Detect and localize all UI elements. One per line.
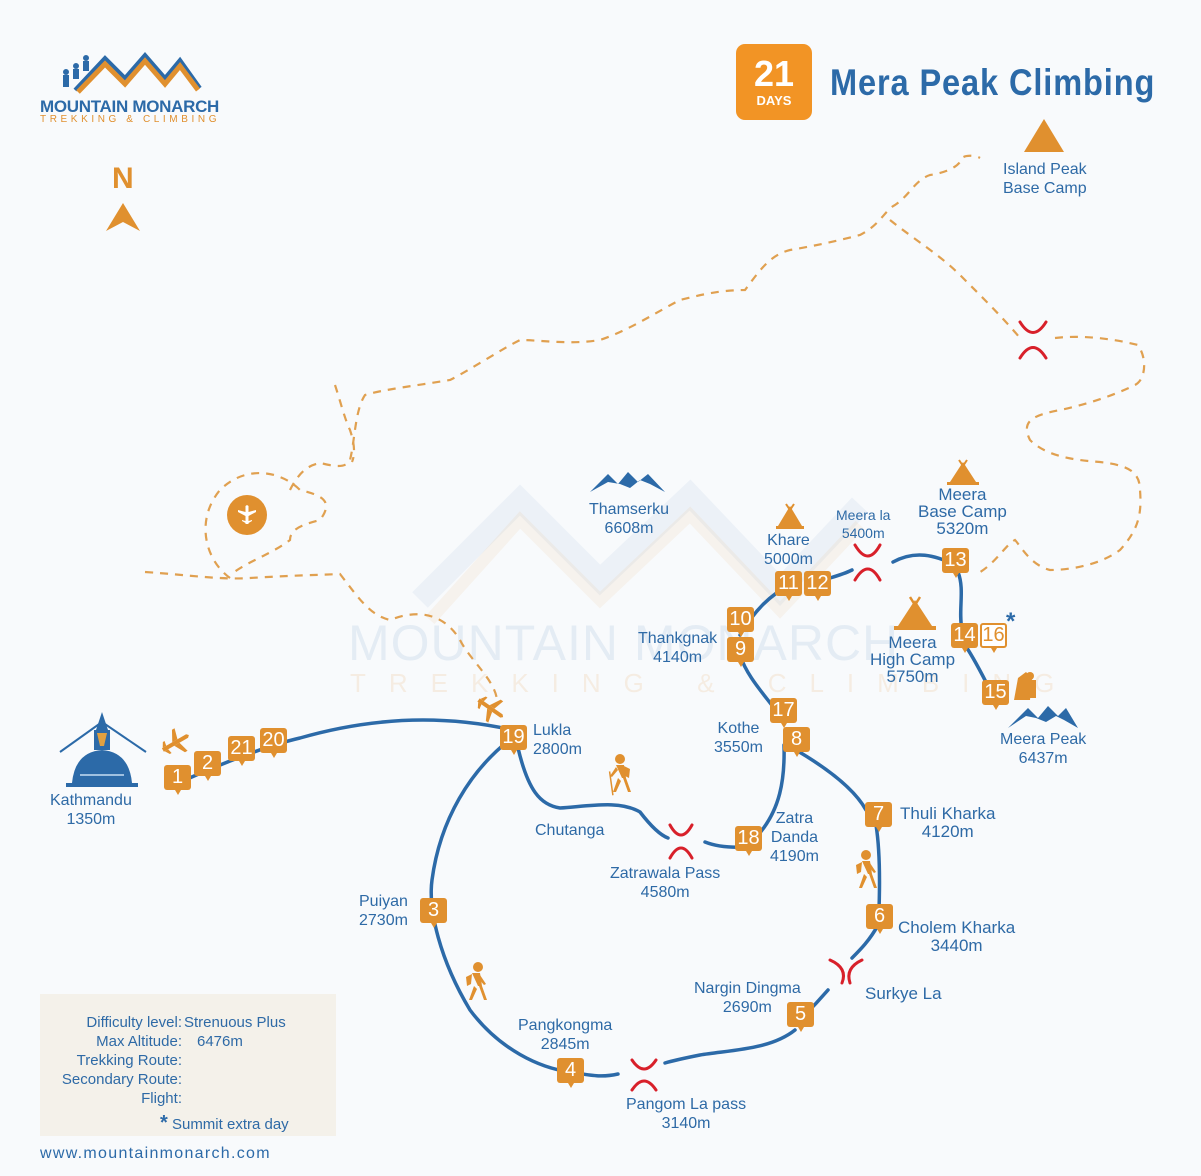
pass-icon-pangom [630,1058,658,1092]
pass-icon-zatrawala [668,823,694,860]
mountain-icons [590,472,1078,728]
day-marker-21[interactable]: 21 [228,736,255,766]
label-chutanga: Chutanga [535,822,605,839]
page-title: Mera Peak Climbing [830,62,1156,103]
days-label: DAYS [756,93,792,108]
day-marker-1[interactable]: 1 [164,765,191,795]
legend-star-icon: * [160,1112,168,1134]
mountain-pass-icons [630,320,1048,1092]
mountain-icon-meera-peak [1008,706,1078,728]
tent-icon-meera-bc [947,459,979,485]
brand-name: MOUNTAIN MONARCH [40,97,220,116]
day-marker-19[interactable]: 19 [500,725,527,755]
summit-star-icon: * [1006,608,1016,635]
hiker-icon-3 [466,962,487,1000]
hiker-icons [466,754,877,1000]
peak-triangle-icon [1024,119,1064,152]
mountain-icon-thamserku [590,472,665,492]
pass-icon-island [1018,320,1048,360]
days-number: 21 [753,53,795,94]
day-marker-17[interactable]: 17 [770,698,797,728]
north-arrow-icon [106,203,140,231]
tent-icons [776,459,979,630]
day-marker-13[interactable]: 13 [942,548,969,578]
climber-icon [1014,672,1036,700]
pass-icon-meera-la [853,543,882,582]
stupa-icon-kathmandu [59,712,147,787]
day-marker-9[interactable]: 9 [727,637,754,667]
brand-tagline: TREKKING & CLIMBING [40,114,221,125]
pass-icon-surkye [828,958,864,985]
legend-box: Difficulty level: Strenuous Plus Max Alt… [40,994,336,1136]
day-marker-16[interactable]: 16 [980,623,1007,653]
day-marker-7[interactable]: 7 [865,802,892,832]
day-marker-5[interactable]: 5 [787,1002,814,1032]
label-surkye-la: Surkye La [865,984,942,1003]
plane-icons [161,696,504,755]
logo-mark [63,51,202,94]
day-marker-10[interactable]: 10 [727,607,754,637]
day-marker-15[interactable]: 15 [982,680,1009,710]
plane-icon-lukla [477,696,504,723]
plane-icon-ktm [161,728,189,755]
day-marker-20[interactable]: 20 [260,728,287,758]
day-marker-11[interactable]: 11 [775,571,802,601]
day-marker-2[interactable]: 2 [194,751,221,781]
hiker-icon-1 [608,754,631,796]
day-marker-18[interactable]: 18 [735,826,762,856]
day-marker-14[interactable]: 14 [951,623,978,653]
day-marker-4[interactable]: 4 [557,1058,584,1088]
day-marker-12[interactable]: 12 [804,571,831,601]
day-marker-6[interactable]: 6 [866,904,893,934]
day-marker-8[interactable]: 8 [783,727,810,757]
legend-summit: * Summit extra day [160,1112,289,1134]
watermark-brand: MOUNTAIN MONARCH [348,615,900,671]
watermark-tagline: TREKKING & CLIMBING [350,668,1078,698]
days-badge: 21 DAYS [736,44,812,120]
tent-icon-meera-hc [894,596,936,630]
website-link[interactable]: www.mountainmonarch.com [40,1145,271,1162]
secondary-routes [144,154,1146,701]
airport-icon [227,495,267,535]
tent-icon-khare [776,503,804,529]
hiker-icon-2 [856,850,877,888]
north-label: N [112,162,134,195]
day-marker-3[interactable]: 3 [420,898,447,928]
